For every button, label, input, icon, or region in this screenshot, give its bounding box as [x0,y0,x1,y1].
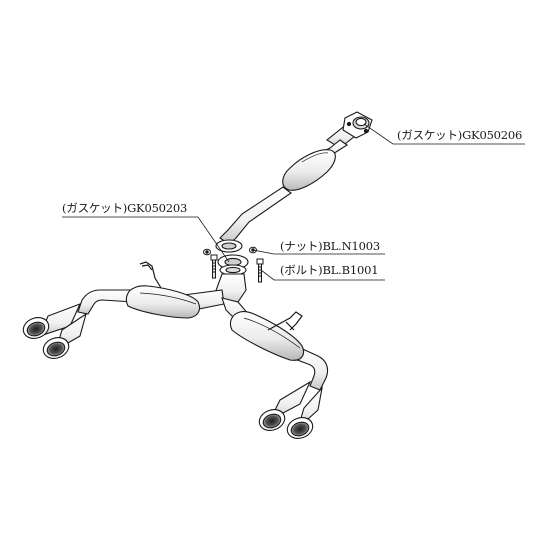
left-hanger [139,261,162,289]
label-bolt: (ボルト)BL.B1001 [280,263,379,277]
label-nut: (ナット)BL.N1003 [280,239,380,253]
leader-gasket-front [363,123,525,145]
nut-icon [203,246,257,256]
left-muffler [125,285,201,319]
right-hanger [267,311,303,331]
center-resonator [282,149,336,191]
label-gasket-mid: (ガスケット)GK050203 [62,201,188,215]
leader-lines [62,123,525,281]
right-muffler [229,310,305,361]
front-flange [342,111,373,139]
leader-gasket-mid [62,216,230,263]
right-dual-tips [258,380,323,439]
mid-flange [215,239,249,276]
leader-bolt [260,269,385,281]
label-gasket-front: (ガスケット)GK050206 [397,128,523,142]
bolt-icon [210,254,264,283]
mid-pipe [219,186,292,245]
left-dual-tips [22,303,87,359]
leader-nut [252,249,385,255]
